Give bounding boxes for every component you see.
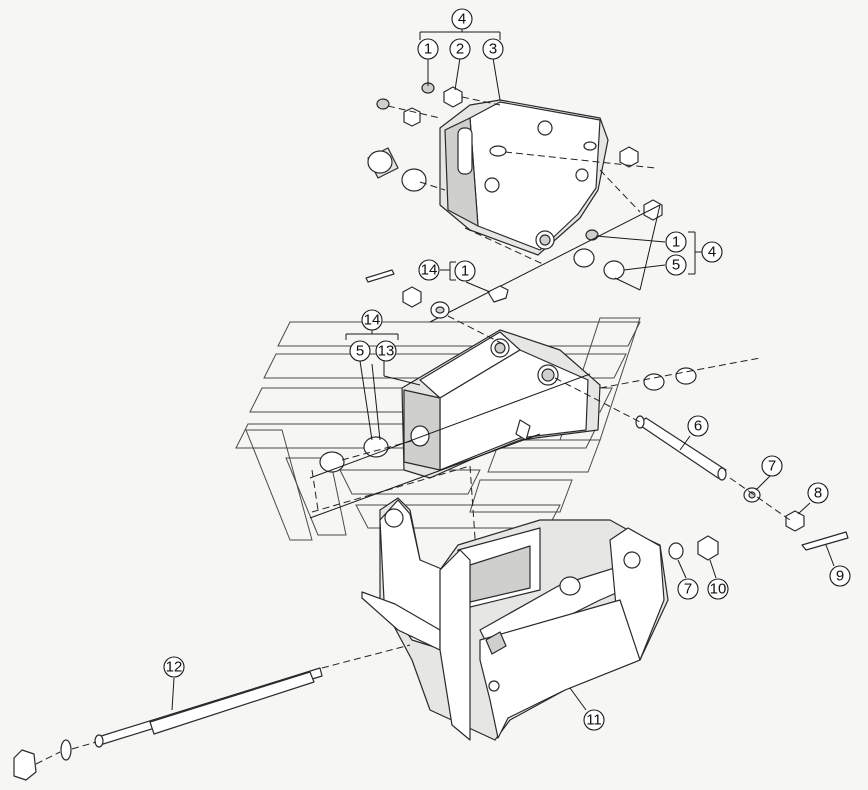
top-hardware — [367, 82, 663, 280]
svg-text:1: 1 — [424, 41, 432, 58]
svg-text:3: 3 — [489, 41, 497, 58]
svg-text:1: 1 — [461, 263, 469, 280]
callout-3-top: 3 — [482, 38, 504, 60]
svg-text:2: 2 — [456, 41, 464, 58]
callout-4-top: 4 — [451, 8, 473, 30]
svg-text:6: 6 — [694, 418, 702, 435]
svg-text:14: 14 — [421, 262, 438, 279]
callout-1-upper: 1 — [454, 260, 476, 282]
callout-leaders — [171, 28, 835, 711]
svg-text:11: 11 — [586, 712, 602, 729]
callout-9: 9 — [829, 565, 851, 587]
top-assembly-lines — [387, 96, 661, 323]
svg-text:5: 5 — [672, 257, 680, 274]
callout-1-right: 1 — [665, 231, 687, 253]
svg-text:13: 13 — [378, 343, 395, 360]
callout-7-right: 7 — [761, 455, 783, 477]
callout-2-top: 2 — [449, 38, 471, 60]
shaft-part-12 — [13, 644, 411, 781]
callout-5-right: 5 — [665, 254, 687, 276]
callout-12: 12 — [163, 656, 185, 678]
callout-1-top: 1 — [417, 38, 439, 60]
middle-link-bracket — [401, 329, 601, 479]
svg-text:4: 4 — [458, 11, 466, 28]
top-mounting-plate — [439, 99, 609, 256]
middle-hardware — [319, 269, 697, 473]
callout-11: 11 — [583, 709, 605, 731]
svg-text:8: 8 — [814, 485, 822, 502]
callout-5-mid: 5 — [349, 340, 371, 362]
svg-text:4: 4 — [708, 244, 716, 261]
callout-14-upper: 14 — [418, 259, 440, 281]
callout-10: 10 — [707, 578, 729, 600]
svg-text:9: 9 — [836, 568, 844, 585]
callout-13-mid: 13 — [375, 340, 397, 362]
svg-text:10: 10 — [710, 581, 727, 598]
callout-8: 8 — [807, 482, 829, 504]
callout-7-lower: 7 — [677, 578, 699, 600]
svg-text:5: 5 — [356, 343, 364, 360]
svg-text:14: 14 — [364, 312, 381, 329]
pin-hardware — [668, 487, 849, 561]
callout-14-mid: 14 — [361, 309, 383, 331]
svg-text:7: 7 — [684, 581, 692, 598]
svg-text:7: 7 — [768, 458, 776, 475]
svg-text:12: 12 — [166, 659, 183, 676]
svg-text:1: 1 — [672, 234, 680, 251]
middle-assembly-lines — [309, 315, 791, 611]
base-frame-part-11 — [361, 497, 669, 741]
callout-6: 6 — [687, 415, 709, 437]
callout-4-right: 4 — [701, 241, 723, 263]
